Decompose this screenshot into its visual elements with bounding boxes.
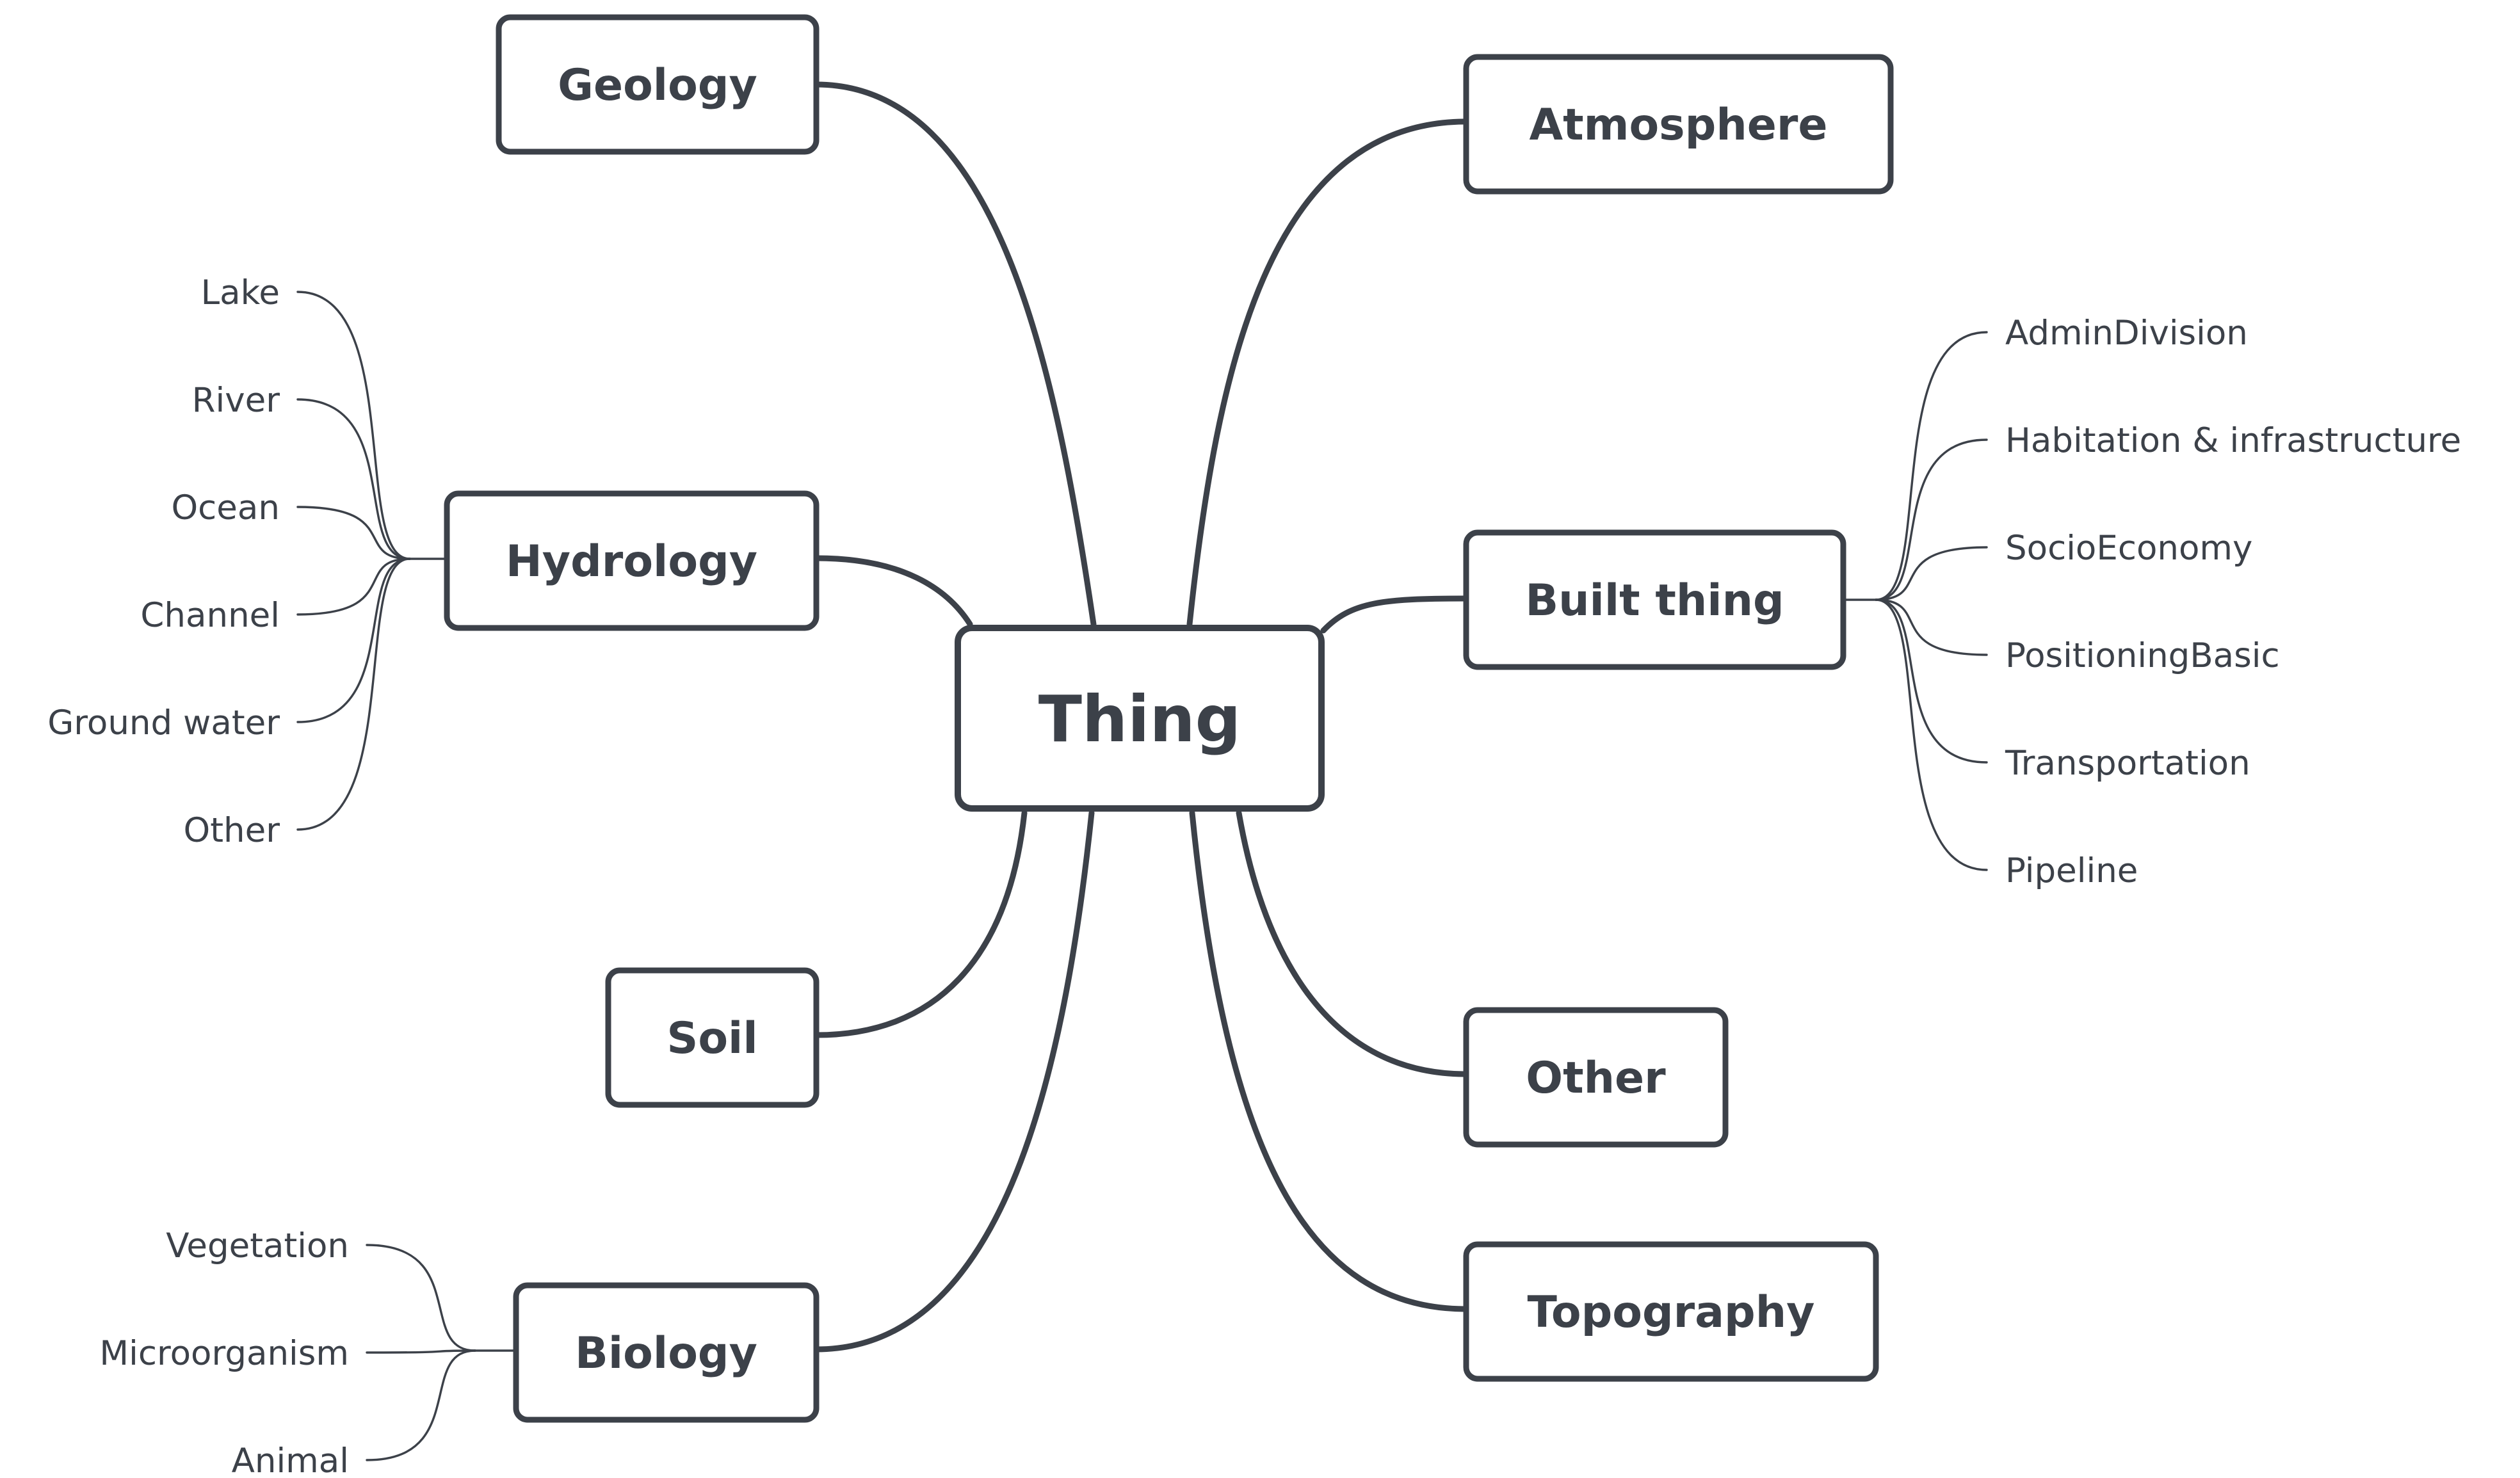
connector-soil xyxy=(813,810,1028,1038)
branch-box-atmosphere xyxy=(1463,54,1894,195)
branch-box-other xyxy=(1463,1007,1729,1148)
root-node[interactable]: Thing xyxy=(955,625,1325,812)
leaf-node-socioeconomy[interactable]: SocioEconomy xyxy=(2005,529,2252,568)
branch-box-biology xyxy=(513,1282,820,1423)
connector-other xyxy=(1236,810,1469,1077)
branch-label-other: Other xyxy=(1526,1053,1666,1104)
branch-box-soil xyxy=(605,967,820,1108)
leaf-node-other[interactable]: Other xyxy=(184,811,280,850)
connector-hydrology xyxy=(813,555,973,627)
branch-box-hydrology xyxy=(444,490,820,631)
connector-geology xyxy=(813,81,1097,627)
leaf-node-ground-water[interactable]: Ground water xyxy=(47,703,280,743)
leaf-connector-ground-water xyxy=(296,558,411,723)
leaf-connector-positioningbasic xyxy=(1875,598,1988,656)
connectors xyxy=(296,81,1988,1461)
branch-label-topography: Topography xyxy=(1528,1287,1815,1338)
leaf-node-admindivision[interactable]: AdminDivision xyxy=(2005,314,2248,353)
leaf-node-pipeline[interactable]: Pipeline xyxy=(2005,851,2138,890)
branch-node-biology[interactable]: Biology xyxy=(513,1282,820,1423)
connector-atmosphere xyxy=(1186,118,1469,627)
branch-box-topography xyxy=(1463,1241,1879,1382)
connector-built-thing xyxy=(1320,595,1469,634)
branch-node-topography[interactable]: Topography xyxy=(1463,1241,1879,1382)
connector-biology xyxy=(813,810,1095,1353)
branch-label-soil: Soil xyxy=(666,1013,757,1064)
leaf-connector-vegetation xyxy=(366,1244,476,1352)
leaf-connector-pipeline xyxy=(1875,598,1988,871)
leaf-node-transportation[interactable]: Transportation xyxy=(2005,744,2250,783)
leaf-node-vegetation[interactable]: Vegetation xyxy=(166,1226,349,1265)
leaf-connector-lake xyxy=(296,291,411,560)
root-node-box xyxy=(955,625,1325,812)
branch-node-built-thing[interactable]: Built thing xyxy=(1463,529,1846,670)
leaf-connector-animal xyxy=(366,1349,476,1461)
leaf-connector-other xyxy=(296,558,411,831)
root-node-label: Thing xyxy=(1038,682,1241,757)
leaf-node-microorganism[interactable]: Microorganism xyxy=(99,1334,349,1373)
leaf-node-channel[interactable]: Channel xyxy=(140,596,280,635)
leaf-connector-river xyxy=(296,398,411,560)
branch-node-soil[interactable]: Soil xyxy=(605,967,820,1108)
branch-label-atmosphere: Atmosphere xyxy=(1529,100,1827,150)
leaf-node-lake[interactable]: Lake xyxy=(201,273,280,312)
leaf-connector-ocean xyxy=(296,506,411,560)
branch-node-geology[interactable]: Geology xyxy=(496,14,820,155)
branch-box-built-thing xyxy=(1463,529,1846,670)
branch-label-hydrology: Hydrology xyxy=(506,536,757,587)
leaf-connector-habitation-and-infrastructure xyxy=(1875,438,1988,601)
leaf-node-river[interactable]: River xyxy=(192,381,280,420)
leaf-connector-channel xyxy=(296,558,411,616)
leaf-connector-transportation xyxy=(1875,598,1988,764)
branch-box-geology xyxy=(496,14,820,155)
branch-label-geology: Geology xyxy=(558,60,757,111)
branch-node-other[interactable]: Other xyxy=(1463,1007,1729,1148)
leaf-node-animal[interactable]: Animal xyxy=(232,1442,349,1478)
leaf-node-ocean[interactable]: Ocean xyxy=(171,488,280,527)
connector-topography xyxy=(1189,810,1469,1312)
leaf-node-positioningbasic[interactable]: PositioningBasic xyxy=(2005,636,2280,675)
leaf-connector-microorganism xyxy=(366,1349,476,1354)
branch-label-built-thing: Built thing xyxy=(1525,575,1784,626)
leaf-connector-socioeconomy xyxy=(1875,546,1988,601)
leaf-node-habitation-and-infrastructure[interactable]: Habitation & infrastructure xyxy=(2005,421,2461,460)
branch-node-atmosphere[interactable]: Atmosphere xyxy=(1463,54,1894,195)
branch-node-hydrology[interactable]: Hydrology xyxy=(444,490,820,631)
leaf-connector-admindivision xyxy=(1875,331,1988,601)
branch-label-biology: Biology xyxy=(575,1328,757,1379)
